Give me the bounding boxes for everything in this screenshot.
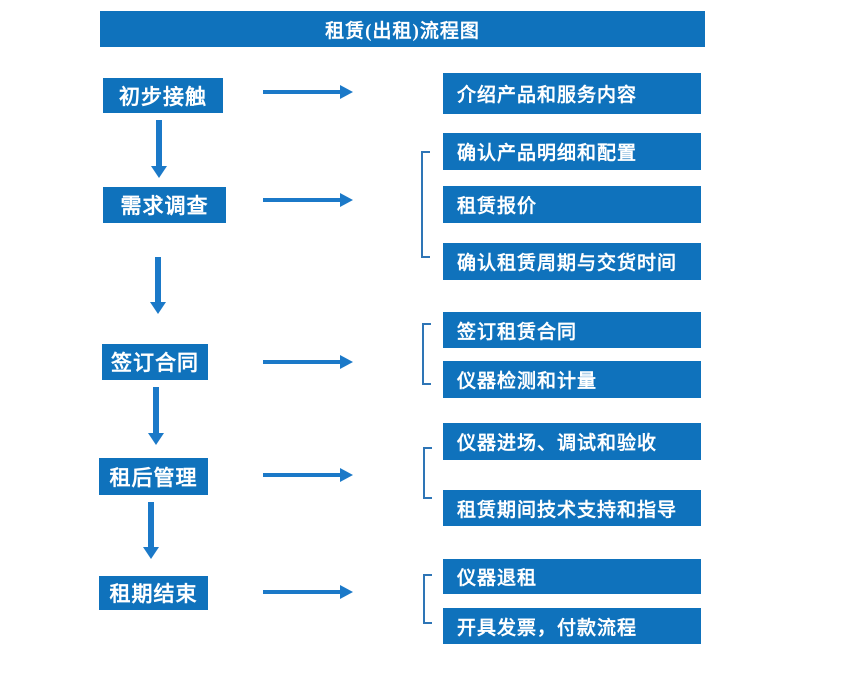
arrow-shaft [263, 473, 340, 477]
arrow-shaft [263, 90, 340, 94]
arrow-shaft [155, 257, 161, 302]
detail-box-confirm-product-config: 确认产品明细和配置 [443, 133, 701, 170]
detail-label: 开具发票，付款流程 [457, 617, 638, 639]
right-arrow-icon-step5 [263, 585, 353, 599]
detail-label: 介绍产品和服务内容 [457, 85, 638, 106]
detail-label: 确认租赁周期与交货时间 [457, 253, 678, 274]
detail-box-instrument-test-metering: 仪器检测和计量 [443, 361, 701, 398]
arrow-shaft [263, 198, 340, 202]
step-box-post-rental-management: 租后管理 [99, 458, 208, 495]
detail-box-instrument-return: 仪器退租 [443, 559, 701, 594]
detail-box-confirm-period-delivery: 确认租赁周期与交货时间 [443, 243, 701, 280]
bracket-group-lease-end [423, 574, 432, 624]
detail-label: 租赁期间技术支持和指导 [457, 499, 678, 521]
detail-box-instrument-entry-acceptance: 仪器进场、调试和验收 [443, 423, 701, 460]
step-label: 租期结束 [109, 582, 198, 606]
step-label: 租后管理 [109, 465, 198, 490]
detail-label: 仪器退租 [457, 568, 538, 589]
detail-box-sign-rental-contract: 签订租赁合同 [443, 312, 701, 348]
arrow-shaft [156, 120, 162, 166]
detail-box-introduce-products: 介绍产品和服务内容 [443, 73, 701, 114]
bracket-group-demand-survey [421, 151, 430, 258]
down-arrow-icon-4-5 [143, 502, 159, 559]
step-label: 需求调查 [120, 194, 209, 218]
arrow-shaft [153, 387, 159, 433]
detail-box-invoice-payment: 开具发票，付款流程 [443, 608, 701, 644]
arrow-head [150, 302, 166, 314]
bracket-group-post-rental [423, 447, 432, 499]
title-bar: 租赁(出租)流程图 [100, 11, 705, 47]
step-box-demand-survey: 需求调查 [103, 187, 226, 223]
down-arrow-icon-1-2 [151, 120, 167, 178]
page-title: 租赁(出租)流程图 [325, 20, 480, 42]
arrow-head [151, 166, 167, 178]
step-box-sign-contract: 签订合同 [102, 344, 208, 380]
arrow-head [340, 193, 353, 207]
arrow-shaft [148, 502, 154, 547]
arrow-shaft [263, 360, 340, 364]
arrow-head [340, 85, 353, 99]
step-box-initial-contact: 初步接触 [103, 78, 223, 113]
arrow-head [143, 547, 159, 559]
detail-label: 仪器进场、调试和验收 [457, 433, 658, 454]
arrow-head [340, 355, 353, 369]
down-arrow-icon-2-3 [150, 257, 166, 314]
arrow-head [148, 433, 164, 445]
detail-box-rental-quote: 租赁报价 [443, 186, 701, 223]
arrow-shaft [263, 590, 340, 594]
detail-label: 确认产品明细和配置 [457, 143, 638, 164]
detail-label: 签订租赁合同 [457, 321, 578, 343]
detail-label: 租赁报价 [457, 196, 538, 217]
bracket-group-sign-contract [422, 323, 431, 385]
down-arrow-icon-3-4 [148, 387, 164, 445]
right-arrow-icon-step2 [263, 193, 353, 207]
right-arrow-icon-step4 [263, 468, 353, 482]
right-arrow-icon-step3 [263, 355, 353, 369]
step-box-lease-end: 租期结束 [99, 576, 208, 610]
right-arrow-icon-step1 [263, 85, 353, 99]
step-label: 签订合同 [111, 351, 199, 375]
step-label: 初步接触 [119, 84, 207, 109]
detail-box-technical-support: 租赁期间技术支持和指导 [443, 490, 701, 526]
detail-label: 仪器检测和计量 [457, 371, 598, 392]
arrow-head [340, 468, 353, 482]
arrow-head [340, 585, 353, 599]
